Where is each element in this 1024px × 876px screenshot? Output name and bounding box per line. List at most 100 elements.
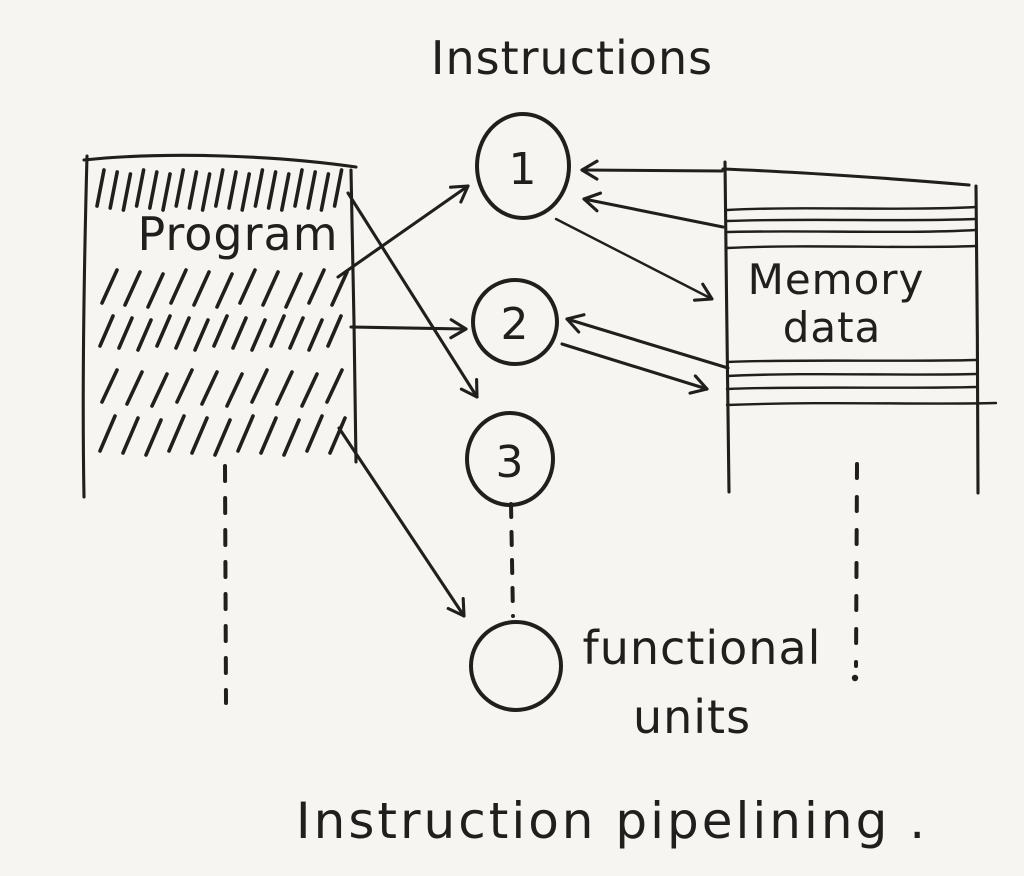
dashed-line-memory-continuation bbox=[854, 462, 859, 668]
memory-left-edge bbox=[723, 160, 731, 494]
hatch-mark bbox=[307, 268, 326, 305]
dashed-line-end-dot bbox=[851, 674, 859, 682]
hatch-mark bbox=[261, 270, 280, 307]
arrow-stage2-to-memory bbox=[560, 342, 709, 395]
hatch-mark bbox=[225, 372, 244, 408]
hatch-mark bbox=[215, 272, 234, 309]
hatch-mark bbox=[319, 172, 331, 212]
stage-circle-3: 3 bbox=[465, 411, 555, 507]
hatch-mark bbox=[282, 418, 301, 457]
hatch-mark bbox=[284, 272, 303, 309]
hatch-mark bbox=[288, 316, 305, 350]
arrow-memory-to-stage2 bbox=[565, 313, 730, 370]
hatch-mark bbox=[240, 172, 251, 212]
hatch-mark bbox=[187, 170, 199, 210]
stage-circle-2: 2 bbox=[471, 278, 559, 366]
program-hatch-row bbox=[98, 314, 343, 352]
hatch-mark bbox=[100, 268, 119, 305]
hatch-mark bbox=[108, 170, 119, 210]
dashed-line-stage3-to-functional-units bbox=[509, 502, 515, 618]
memory-row-line bbox=[725, 205, 978, 212]
hatch-mark bbox=[328, 416, 347, 455]
dashed-line-program-continuation bbox=[223, 464, 228, 705]
program-box-left-edge bbox=[81, 154, 89, 499]
memory-row-line bbox=[725, 244, 978, 250]
hatch-mark bbox=[123, 270, 142, 307]
functional-units-node: functional units bbox=[469, 620, 822, 744]
hatch-mark bbox=[238, 268, 257, 305]
memory-row-line bbox=[725, 401, 998, 407]
arrow-program-to-stage3 bbox=[346, 191, 479, 399]
memory-block: Memory data bbox=[721, 160, 998, 495]
arrow-program-to-stage1 bbox=[336, 184, 470, 279]
stage-2-outline bbox=[471, 278, 559, 366]
hatch-mark bbox=[250, 318, 267, 352]
hatch-mark bbox=[148, 170, 159, 210]
stage-2-number: 2 bbox=[501, 299, 530, 350]
memory-row-line bbox=[725, 385, 978, 391]
stage-circle-1: 1 bbox=[475, 112, 571, 220]
hatch-mark bbox=[134, 168, 146, 208]
hatch-mark bbox=[193, 318, 210, 352]
hatch-mark bbox=[155, 314, 172, 348]
arrows bbox=[336, 159, 730, 618]
memory-row-line bbox=[725, 358, 978, 364]
hatch-mark bbox=[250, 368, 269, 404]
memory-label-line2: data bbox=[783, 303, 882, 352]
stage-1-number: 1 bbox=[509, 144, 538, 195]
hatch-mark bbox=[275, 370, 294, 406]
hatch-mark bbox=[332, 168, 344, 208]
arrow-program-to-stage2 bbox=[349, 318, 468, 340]
hatch-mark bbox=[98, 414, 117, 453]
hatch-mark bbox=[121, 172, 133, 212]
hatch-mark bbox=[253, 168, 265, 208]
hatch-mark bbox=[266, 170, 278, 210]
hatch-mark bbox=[305, 414, 324, 453]
hatch-mark bbox=[279, 172, 291, 212]
functional-units-outline bbox=[469, 620, 563, 712]
hatch-mark bbox=[306, 170, 318, 210]
hatch-mark bbox=[231, 316, 248, 350]
hatch-mark bbox=[144, 418, 163, 457]
arrow-stage1-to-memory bbox=[554, 217, 714, 302]
program-box-top-edge bbox=[82, 153, 358, 169]
instructions-title: Instructions bbox=[431, 31, 713, 85]
hatch-mark bbox=[98, 314, 115, 348]
hatch-mark bbox=[161, 172, 172, 212]
dashed-lines bbox=[223, 462, 859, 705]
memory-row-line bbox=[725, 217, 978, 223]
hatch-mark bbox=[259, 416, 278, 455]
program-box: Program bbox=[81, 153, 358, 499]
arrow-program-to-functional-units bbox=[337, 426, 466, 618]
hatch-mark bbox=[146, 272, 165, 309]
functional-units-label-line2: units bbox=[633, 690, 751, 744]
hatch-mark bbox=[192, 270, 211, 307]
hatch-mark bbox=[117, 316, 134, 350]
hatch-mark bbox=[326, 314, 343, 348]
program-label: Program bbox=[137, 207, 338, 261]
hatch-mark bbox=[200, 172, 212, 212]
hatch-mark bbox=[125, 370, 144, 406]
hatch-mark bbox=[200, 370, 219, 406]
hatch-mark bbox=[167, 414, 186, 453]
stage-3-number: 3 bbox=[496, 437, 525, 488]
hatch-mark bbox=[214, 168, 225, 208]
hatch-mark bbox=[236, 414, 255, 453]
hatch-mark bbox=[121, 416, 140, 455]
hatch-mark bbox=[100, 368, 119, 404]
hatch-mark bbox=[307, 318, 324, 352]
hatch-mark bbox=[190, 416, 209, 455]
program-hatch-row bbox=[98, 414, 347, 457]
functional-units-label-line1: functional bbox=[583, 621, 822, 675]
arrow-memory-to-stage1-upper bbox=[580, 159, 724, 181]
program-box-right-edge bbox=[349, 168, 358, 464]
hatch-mark bbox=[300, 372, 319, 408]
hatch-mark bbox=[227, 170, 238, 210]
hatch-mark bbox=[150, 372, 169, 408]
memory-label-line1: Memory bbox=[748, 255, 925, 304]
hatch-mark bbox=[269, 314, 286, 348]
hatch-mark bbox=[213, 418, 232, 457]
arrow-memory-to-stage1-lower bbox=[582, 191, 725, 229]
